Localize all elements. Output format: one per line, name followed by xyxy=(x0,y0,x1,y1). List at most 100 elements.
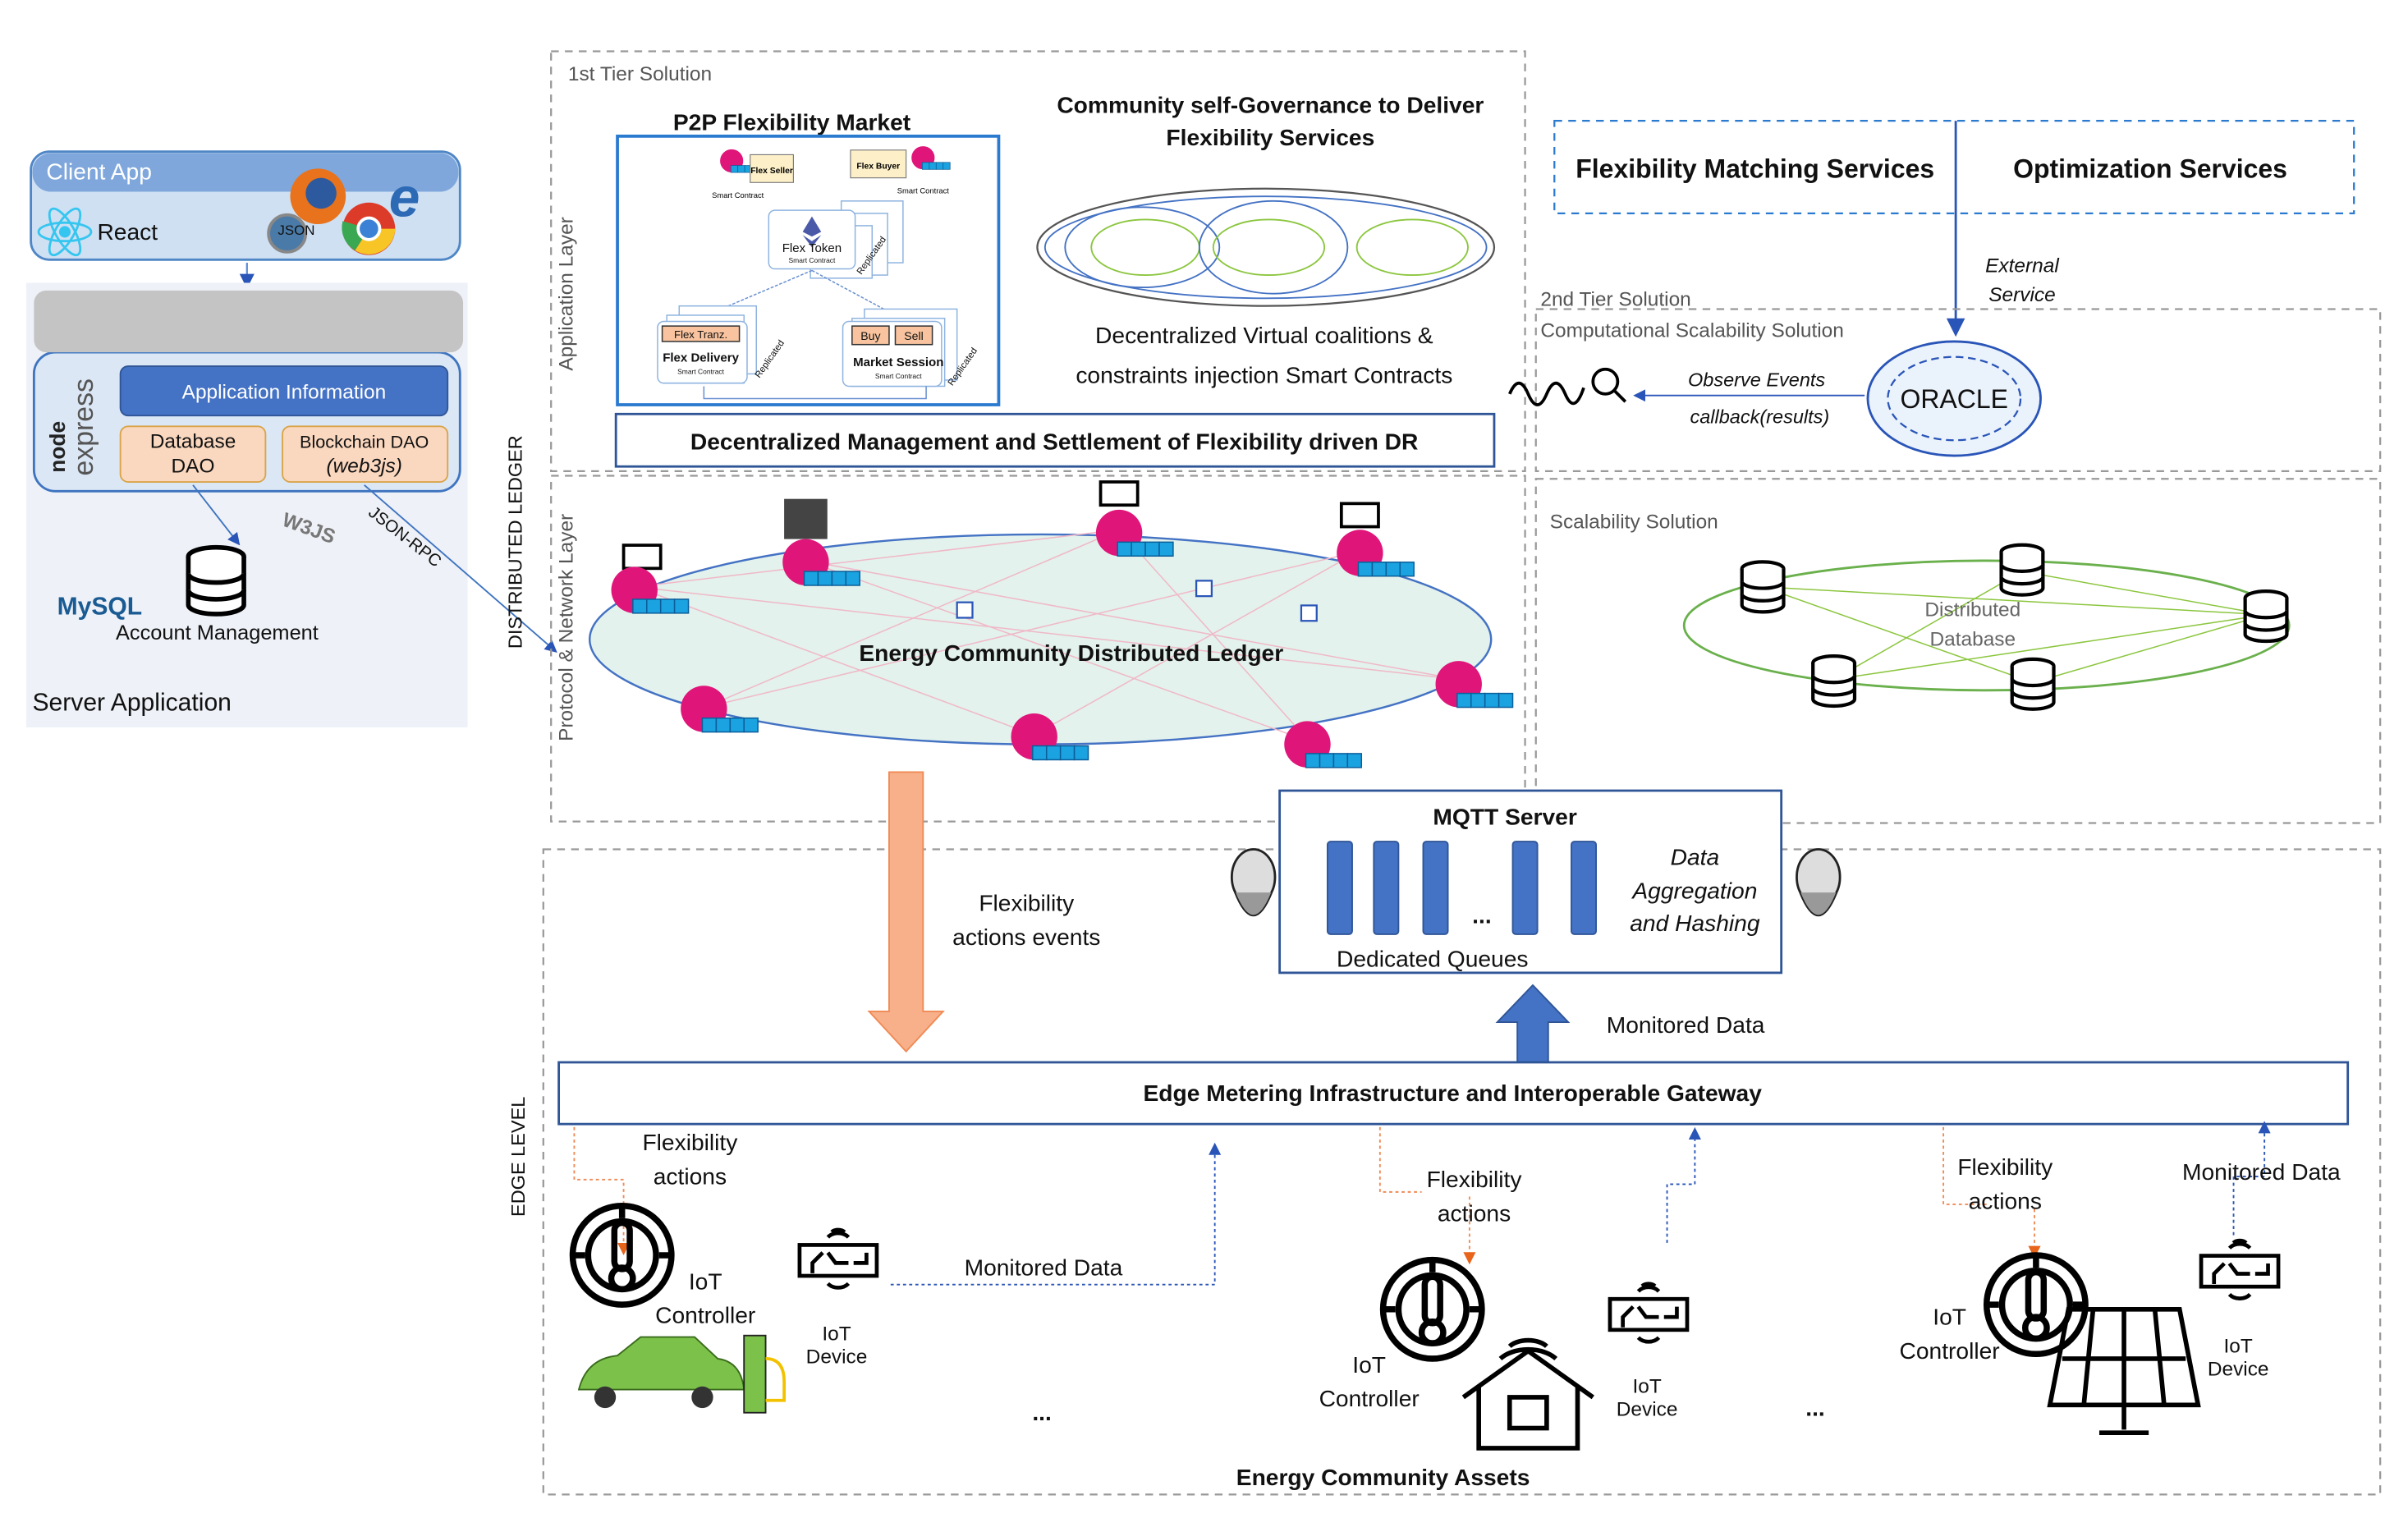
smart-home-icon xyxy=(1461,1337,1594,1451)
scalability-solution-label: Scalability Solution xyxy=(1550,511,1718,533)
ledger-node-server xyxy=(782,498,860,586)
p2p-market-title: P2P Flexibility Market xyxy=(673,108,911,135)
aggregation-label: Aggregation xyxy=(1631,878,1757,904)
ledger-node-laptop xyxy=(1336,502,1415,577)
iot-controller-label: Controller xyxy=(655,1302,755,1328)
network-layer-section xyxy=(550,475,1526,823)
svg-text:Flex Token: Flex Token xyxy=(782,241,842,255)
flex-buyer-contract: Flex Buyer Smart Contract xyxy=(850,145,951,195)
flex-actions-label: Flexibility xyxy=(1957,1153,2053,1180)
dedicated-queues-icons xyxy=(1326,841,1597,935)
tier2-label: 2nd Tier Solution xyxy=(1540,289,1690,311)
database-node-icon xyxy=(2012,659,2054,709)
express-logo: express xyxy=(68,378,99,475)
iot-device-label: Device xyxy=(1617,1398,1678,1420)
mqtt-title: MQTT Server xyxy=(1433,803,1576,829)
distributed-database-graphic: Distributed Database xyxy=(1682,545,2291,709)
svg-text:Smart Contract: Smart Contract xyxy=(875,372,922,380)
observe-events-label: Observe Events xyxy=(1688,369,1825,390)
svg-text:Smart Contract: Smart Contract xyxy=(897,186,950,195)
ledger-node-laptop xyxy=(610,543,690,614)
svg-text:Flex Tranz.: Flex Tranz. xyxy=(674,328,727,341)
p2p-market-box: Flex Seller Smart Contract Flex Buyer Sm… xyxy=(616,134,1001,406)
iot-device-icon xyxy=(2201,1241,2278,1298)
iot-device-label: Device xyxy=(2208,1359,2269,1381)
react-label: React xyxy=(97,218,158,245)
client-app-title: Client App xyxy=(46,158,152,185)
more-assets-ellipsis: ... xyxy=(1805,1394,1825,1420)
aggregation-label: Data xyxy=(1671,843,1720,869)
monitored-data-up-arrow xyxy=(1495,984,1571,1063)
optimization-services: Optimization Services xyxy=(2013,154,2287,184)
flex-events-line1: Flexibility xyxy=(979,890,1075,916)
client-app-panel: Client App React e JSON xyxy=(30,150,461,261)
coalitions-line2: constraints injection Smart Contracts xyxy=(1076,362,1452,388)
flex-actions-label: Flexibility xyxy=(1427,1166,1523,1192)
energy-community-assets-label: Energy Community Assets xyxy=(1236,1464,1530,1490)
gateway-bar xyxy=(557,1061,2350,1126)
aggregation-label: and Hashing xyxy=(1630,910,1760,936)
iot-controller-label: IoT xyxy=(1933,1304,1966,1330)
distributed-database-label: Database xyxy=(1929,628,2016,650)
asset-group-house: Flexibility actions IoT Controller IoT D… xyxy=(1319,1126,1825,1451)
socrates-head-icon xyxy=(1796,848,1842,917)
flexibility-matching-services: Flexibility Matching Services xyxy=(1576,154,1934,184)
application-information-box xyxy=(119,365,449,417)
iot-controller-label: IoT xyxy=(1352,1351,1386,1378)
svg-text:Market Session: Market Session xyxy=(853,355,943,369)
asset-group-ev: Flexibility actions IoT Controller IoT D… xyxy=(573,1126,1222,1425)
svg-text:e: e xyxy=(389,167,420,229)
flex-actions-label: Flexibility xyxy=(642,1129,738,1155)
flex-actions-label: actions xyxy=(1969,1188,2042,1214)
asset-group-solar: Flexibility actions IoT Controller Monit… xyxy=(1900,1121,2341,1435)
flex-delivery-contract: Flex Tranz. Flex Delivery Smart Contract… xyxy=(657,305,787,384)
scalability-section xyxy=(1534,478,2382,824)
monitored-data-label: Monitored Data xyxy=(965,1254,1123,1280)
more-assets-ellipsis: ... xyxy=(1032,1399,1052,1425)
database-node-icon xyxy=(1742,562,1784,612)
blockchain-dao-box: Blockchain DAO (web3js) xyxy=(282,425,449,483)
flex-token-contract: Flex Token Smart Contract Replicated xyxy=(768,200,904,279)
react-icon xyxy=(37,207,93,257)
computational-scalability-label: Computational Scalability Solution xyxy=(1540,319,1844,342)
iot-controller-label: Controller xyxy=(1319,1385,1420,1411)
dedicated-queues-label: Dedicated Queues xyxy=(1337,945,1528,971)
svg-text:Blockchain DAO: Blockchain DAO xyxy=(300,432,429,452)
socrates-head-icon xyxy=(1230,848,1277,917)
svg-text:(web3js): (web3js) xyxy=(327,456,402,478)
ledger-title: Energy Community Distributed Ledger xyxy=(859,640,1283,666)
ledger-node xyxy=(1283,720,1363,768)
json-label: JSON xyxy=(277,222,314,238)
settlement-bar xyxy=(614,412,1496,468)
tier2-section xyxy=(1534,308,2382,472)
oracle-label: ORACLE xyxy=(1901,384,2008,414)
svg-text:Sell: Sell xyxy=(904,329,924,342)
account-management-label: Account Management xyxy=(116,621,319,644)
server-application-title: Server Application xyxy=(32,689,231,716)
ledger-node xyxy=(1434,660,1514,709)
community-title-line1: Community self-Governance to Deliver xyxy=(1057,92,1484,118)
json-rpc-arrow xyxy=(364,484,557,654)
iot-device-label: IoT xyxy=(2224,1335,2253,1357)
iot-device-label: IoT xyxy=(822,1323,851,1345)
database-node-icon xyxy=(1813,656,1855,706)
coalitions-line1: Decentralized Virtual coalitions & xyxy=(1095,322,1433,348)
flex-actions-label: actions xyxy=(1438,1200,1511,1227)
browser-icons: e xyxy=(267,167,420,255)
application-layer-label: Application Layer xyxy=(556,217,578,370)
gateway-label: Edge Metering Infrastructure and Interop… xyxy=(1143,1080,1762,1106)
svg-text:Flex Buyer: Flex Buyer xyxy=(856,162,900,171)
svg-text:DAO: DAO xyxy=(172,456,215,478)
queues-ellipsis: ... xyxy=(1472,902,1492,929)
event-listener-icon xyxy=(1508,367,1627,406)
iot-controller-icon xyxy=(1383,1260,1482,1359)
external-service-line2: Service xyxy=(1988,284,2056,306)
iot-controller-icon xyxy=(1987,1255,2085,1354)
solar-panel-icon xyxy=(2047,1306,2201,1435)
svg-text:Smart Contract: Smart Contract xyxy=(789,256,836,264)
iot-controller-icon xyxy=(573,1206,672,1305)
mysql-logo: MySQL xyxy=(57,594,143,621)
tier1-section xyxy=(550,50,1526,472)
flex-events-line2: actions events xyxy=(952,924,1100,950)
database-node-icon xyxy=(2245,591,2287,641)
